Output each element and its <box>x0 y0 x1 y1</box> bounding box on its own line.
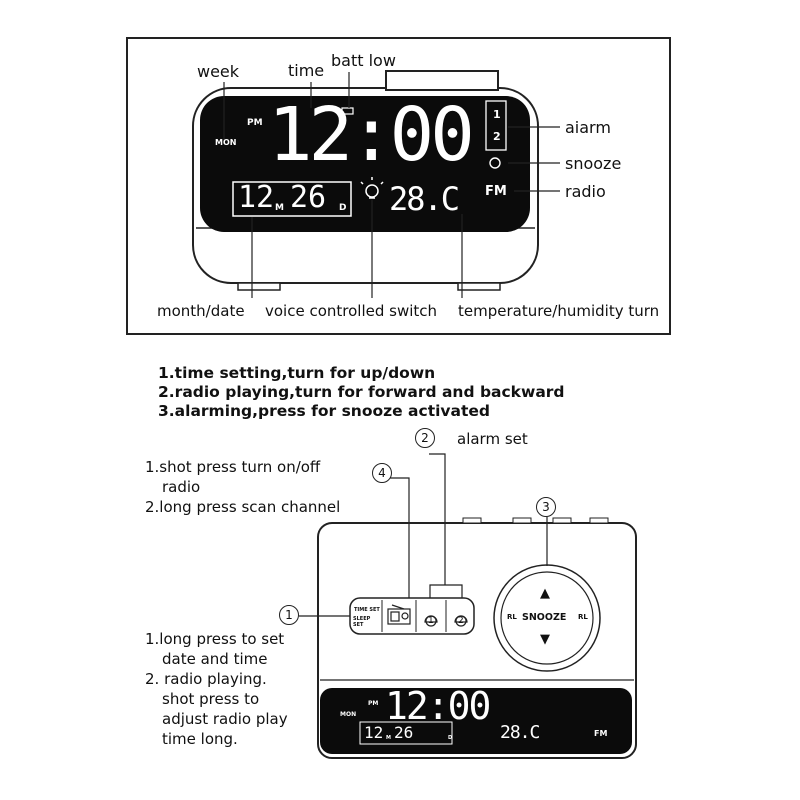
display-alarm2: 2 <box>493 130 501 143</box>
label-batt-low: batt low <box>331 51 396 70</box>
label-month-date: month/date <box>157 302 245 320</box>
radio-note-1: 1.shot press turn on/off <box>145 458 321 476</box>
label-voice-switch: voice controlled switch <box>265 302 438 320</box>
display-screen-top <box>200 96 530 232</box>
knob-down-arrow-icon: ▼ <box>540 632 550 647</box>
radio-note-3: 2.long press scan channel <box>145 498 341 516</box>
bottom-display-fm: FM <box>594 729 608 738</box>
time-note-4: shot press to <box>162 690 260 708</box>
instruction-1: 1.time setting,turn for up/down <box>158 364 436 382</box>
bottom-display-date-unit: D <box>448 735 453 741</box>
control-knob-inner <box>500 571 594 665</box>
time-note-3: 2. radio playing. <box>145 670 267 688</box>
bottom-display-temperature: 28.C <box>500 722 540 743</box>
callout-2: 2 <box>415 428 435 448</box>
sleep-set-label: SLEEP SET <box>353 616 371 628</box>
label-temperature-humidity: temperature/humidity turn <box>458 302 660 320</box>
clock-foot-left <box>237 282 281 291</box>
display-date: 26 <box>290 180 327 215</box>
display-fm: FM <box>485 184 507 199</box>
label-radio: radio <box>565 182 606 201</box>
bulb-icon <box>360 177 384 199</box>
display-time: 12:00 <box>268 92 475 178</box>
instruction-2: 2.radio playing,turn for forward and bac… <box>158 383 565 401</box>
label-snooze: snooze <box>565 154 622 173</box>
bottom-display-time: 12:00 <box>385 684 491 728</box>
bottom-display-month-unit: M <box>386 735 391 741</box>
time-note-1: 1.long press to set <box>145 630 285 648</box>
battery-icon <box>341 107 354 115</box>
knob-left-label: RL <box>507 613 517 621</box>
snooze-icon <box>489 157 501 169</box>
label-alarm-set: alarm set <box>457 430 528 448</box>
label-alarm: aiarm <box>565 118 611 137</box>
instruction-3: 3.alarming,press for snooze activated <box>158 402 491 420</box>
label-time: time <box>288 61 325 80</box>
time-note-5: adjust radio play <box>162 710 288 728</box>
alarm2-label: 2 <box>458 616 464 626</box>
alarm1-button[interactable]: 1 <box>418 600 446 632</box>
knob-up-arrow-icon: ▲ <box>540 586 550 601</box>
display-day: MON <box>215 138 237 147</box>
callout-3: 3 <box>536 497 556 517</box>
knob-snooze-button[interactable]: ▲ SNOOZE RL RL ▼ <box>501 572 593 664</box>
knob-right-label: RL <box>578 613 588 621</box>
bottom-display-pm: PM <box>368 700 379 707</box>
display-screen-bottom <box>320 688 632 754</box>
clock-foot-right <box>457 282 501 291</box>
radio-icon <box>387 604 411 625</box>
time-set-button[interactable]: TIME SET SLEEP SET <box>352 604 382 630</box>
display-alarm1: 1 <box>493 108 501 121</box>
radio-note-2: radio <box>162 478 201 496</box>
clock-handle <box>385 70 499 91</box>
bottom-display-date: 26 <box>394 723 414 742</box>
radio-button[interactable] <box>384 600 416 632</box>
display-month: 12 <box>238 180 275 215</box>
display-date-unit: D <box>339 203 347 213</box>
callout-1: 1 <box>279 605 299 625</box>
display-pm: PM <box>247 118 263 128</box>
bottom-display-day: MON <box>340 711 357 718</box>
knob-center-label: SNOOZE <box>522 612 567 623</box>
time-note-6: time long. <box>162 730 238 748</box>
time-note-2: date and time <box>162 650 268 668</box>
callout-4: 4 <box>372 463 392 483</box>
alarm-bell-icons <box>424 615 468 627</box>
alarm1-label: 1 <box>428 616 434 626</box>
display-month-unit: M <box>275 203 284 213</box>
display-temperature: 28.C <box>389 180 460 218</box>
time-set-label: TIME SET <box>354 607 380 613</box>
label-week: week <box>197 62 240 81</box>
bottom-display-month: 12 <box>364 723 384 742</box>
alarm2-button[interactable]: 2 <box>448 600 474 632</box>
